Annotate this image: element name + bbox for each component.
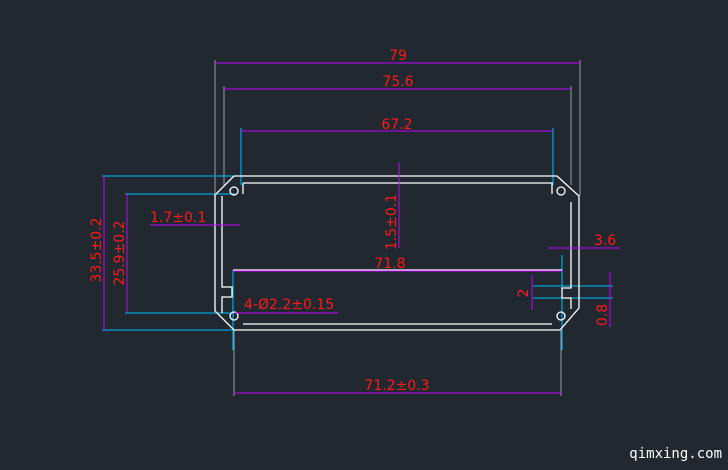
dim-side-thickness: 1.7±0.1 <box>150 210 206 226</box>
dim-overall-height: 33.5±0.2 <box>89 217 105 282</box>
watermark: qimxing.com <box>629 446 722 462</box>
dim-inner-height: 25.9±0.2 <box>112 220 128 285</box>
dim-rail-width: 67.2 <box>381 117 412 133</box>
dim-outer-width: 75.6 <box>382 74 413 90</box>
dim-slot-depth: 0.8 <box>595 304 611 326</box>
dimension-lines <box>103 62 620 394</box>
dim-bottom-width: 71.2±0.3 <box>364 378 429 394</box>
extension-lines <box>214 60 581 396</box>
cyan-extension-lines <box>102 128 613 350</box>
dim-overall-width: 79 <box>389 48 407 64</box>
dim-wall-thickness: 1.5±0.1 <box>384 194 400 250</box>
dim-holes: 4-Ø2.2±0.15 <box>244 297 334 313</box>
profile-outline <box>214 175 580 331</box>
dim-side-offset: 3.6 <box>594 233 616 249</box>
dim-slot-width: 71.8 <box>374 256 405 272</box>
dim-slot-height: 2 <box>516 289 532 298</box>
